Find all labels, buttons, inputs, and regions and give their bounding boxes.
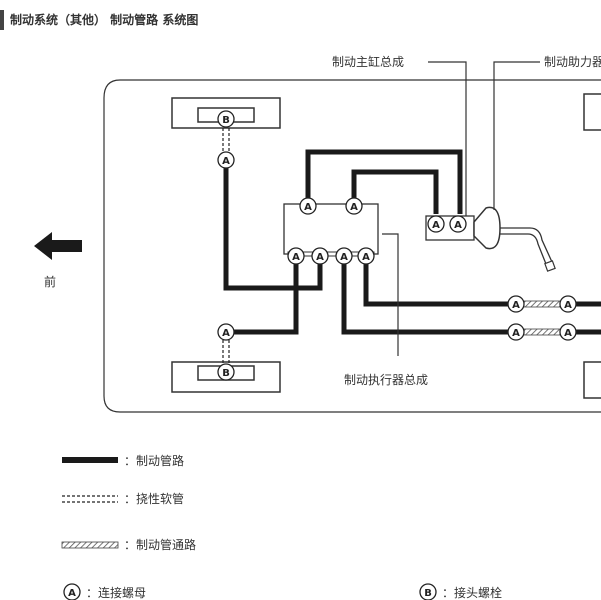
svg-text:A: A (432, 220, 440, 231)
brake-booster (473, 206, 556, 272)
booster-label: 制动助力器 (544, 55, 601, 69)
nut-a-actuator-bottom-3: A (335, 247, 353, 265)
booster-leader (493, 61, 540, 210)
brake-tube-upper (523, 300, 561, 308)
nut-a-rear-line-2: A (559, 295, 577, 313)
svg-text:A: A (362, 252, 370, 263)
actuator-body (283, 203, 379, 255)
bolt-b-rear: B (217, 363, 235, 381)
nut-a-actuator-bottom-2: A (311, 247, 329, 265)
nut-a-actuator-bottom-1: A (287, 247, 305, 265)
svg-text:：接头螺栓: ：接头螺栓 (442, 585, 502, 600)
front-label: 前 (44, 274, 56, 289)
legend-brake-tube: ：制动管通路 (61, 537, 196, 552)
vehicle-outline (103, 79, 601, 413)
legend-connection-nut: A ：连接螺母 (63, 583, 146, 600)
svg-text:A: A (222, 328, 230, 339)
nut-a-rear-line-1: A (507, 295, 525, 313)
nut-a-rear-line-4: A (559, 323, 577, 341)
flex-hose-front (222, 128, 230, 152)
nut-a-master-2: A (449, 215, 467, 233)
nut-a-rear-line-3: A (507, 323, 525, 341)
svg-text:B: B (222, 368, 230, 379)
svg-text:：挠性软管: ：挠性软管 (124, 491, 184, 506)
svg-text:B: B (424, 588, 432, 599)
svg-text:A: A (454, 220, 462, 231)
wheel-front-right (583, 93, 601, 131)
legend-brake-line: ：制动管路 (62, 453, 184, 468)
svg-text:A: A (350, 202, 358, 213)
brake-lines (223, 149, 601, 335)
front-arrow-icon (34, 232, 82, 260)
svg-text:A: A (68, 588, 76, 599)
svg-text:B: B (222, 115, 230, 126)
svg-text:A: A (512, 300, 520, 311)
nut-a-master-1: A (427, 215, 445, 233)
nut-a-front-wheel: A (217, 151, 235, 169)
master-cylinder-leader (428, 61, 467, 216)
nut-a-actuator-bottom-4: A (357, 247, 375, 265)
svg-text:A: A (564, 300, 572, 311)
svg-text:A: A (316, 252, 324, 263)
brake-tube-lower (523, 328, 561, 336)
bolt-b-front: B (217, 110, 235, 128)
svg-text:：制动管路: ：制动管路 (124, 453, 184, 468)
svg-text:A: A (292, 252, 300, 263)
svg-text:A: A (512, 328, 520, 339)
svg-text:A: A (564, 328, 572, 339)
svg-text:A: A (304, 202, 312, 213)
page-title: 制动系统（其他） 制动管路 系统图 (10, 13, 199, 27)
svg-text:：连接螺母: ：连接螺母 (86, 585, 146, 600)
actuator-label: 制动执行器总成 (344, 373, 428, 387)
wheel-rear-right (583, 361, 601, 399)
legend-union-bolt: B ：接头螺栓 (419, 583, 502, 600)
svg-text:A: A (222, 156, 230, 167)
nut-a-rear-wheel: A (217, 323, 235, 341)
svg-text:A: A (340, 252, 348, 263)
header-accent-bar (0, 10, 4, 30)
legend-flex-hose: ：挠性软管 (62, 491, 184, 506)
legend: ：制动管路 ：挠性软管 ：制动管通路 A ：连接螺母 B ：接头螺栓 (61, 453, 502, 600)
flex-hose-rear (222, 340, 230, 364)
nut-a-actuator-top-2: A (345, 197, 363, 215)
actuator-leader (382, 233, 399, 356)
master-cylinder-label: 制动主缸总成 (332, 54, 404, 69)
nut-a-actuator-top-1: A (299, 197, 317, 215)
svg-text:：制动管通路: ：制动管通路 (124, 537, 196, 552)
